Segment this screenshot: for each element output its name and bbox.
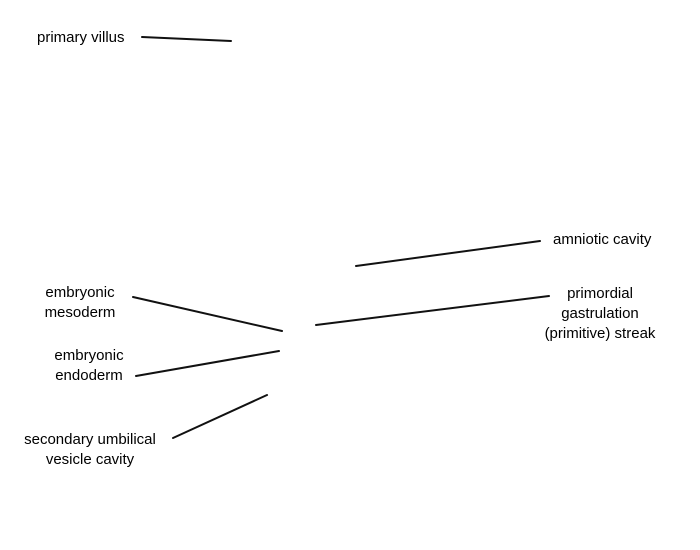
label-embryonic-mesoderm-line-2: mesoderm [44, 304, 116, 321]
leader-secondary-umbilical [172, 394, 268, 439]
label-primary-villus-text: primary villus [37, 29, 125, 46]
label-amniotic-cavity: amniotic cavity [553, 230, 651, 250]
label-primordial-streak-line-1: primordial [567, 285, 633, 302]
label-primary-villus: primary villus [37, 28, 125, 48]
label-amniotic-cavity-text: amniotic cavity [553, 231, 652, 248]
leader-embryonic-mesoderm [132, 296, 283, 332]
label-embryonic-endoderm: embryonic endoderm [45, 346, 133, 386]
label-primordial-streak-line-2: gastrulation [561, 305, 639, 322]
label-secondary-umbilical-line-1: secondary umbilical [24, 431, 156, 448]
label-embryonic-mesoderm: embryonic mesoderm [38, 283, 122, 323]
label-embryonic-endoderm-line-1: embryonic [54, 347, 124, 364]
label-embryonic-mesoderm-line-1: embryonic [45, 284, 115, 301]
label-secondary-umbilical-line-2: vesicle cavity [45, 451, 135, 468]
leader-embryonic-endoderm [135, 350, 280, 377]
label-primordial-streak-line-3: (primitive) streak [544, 325, 656, 342]
leader-amniotic-cavity [355, 240, 541, 267]
label-primordial-streak: primordial gastrulation (primitive) stre… [537, 284, 663, 344]
label-embryonic-endoderm-line-2: endoderm [55, 367, 123, 384]
leader-primordial-streak [315, 295, 550, 326]
leader-primary-villus [141, 36, 232, 42]
label-secondary-umbilical-vesicle-cavity: secondary umbilical vesicle cavity [12, 430, 168, 470]
